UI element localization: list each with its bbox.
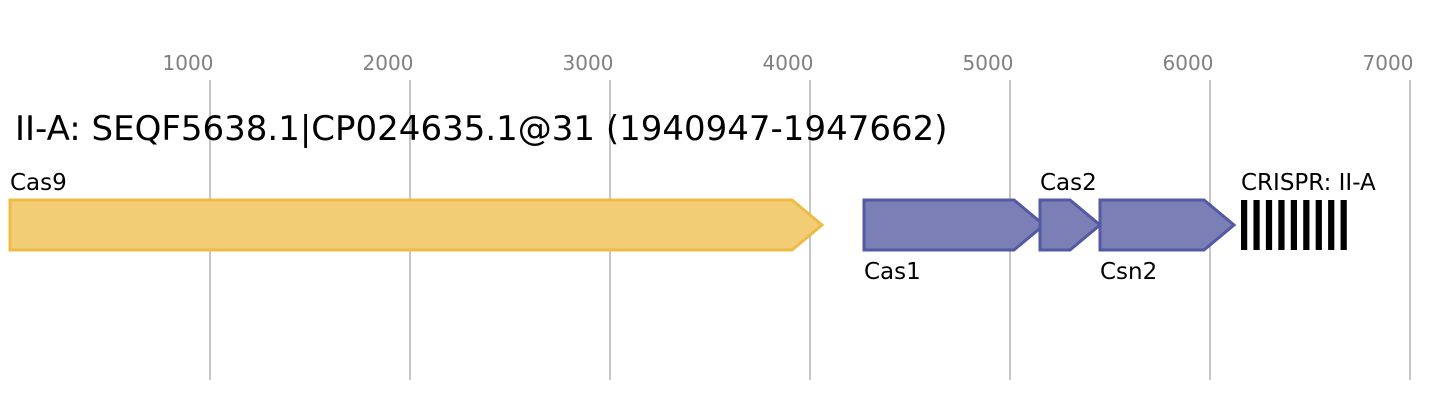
tick-label: 5000 <box>963 51 1014 75</box>
crispr-repeat <box>1328 200 1335 250</box>
gene-label-cas1: Cas1 <box>864 259 921 285</box>
gene-label-cas2: Cas2 <box>1040 170 1097 196</box>
gene-label-csn2: Csn2 <box>1100 259 1157 285</box>
crispr-repeat <box>1303 200 1310 250</box>
tick-label: 2000 <box>363 51 414 75</box>
crispr-array: CRISPR: II-A <box>1241 170 1376 250</box>
diagram-title: II-A: SEQF5638.1|CP024635.1@31 (1940947-… <box>15 109 948 149</box>
axis-tick-labels: 1000 2000 3000 4000 5000 6000 7000 <box>163 51 1414 75</box>
crispr-repeat <box>1241 200 1248 250</box>
gene-arrow-csn2 <box>1098 198 1237 252</box>
tick-label: 1000 <box>163 51 214 75</box>
crispr-repeat <box>1265 200 1273 250</box>
crispr-repeat <box>1315 200 1322 250</box>
tick-label: 3000 <box>563 51 614 75</box>
gene-arrow-cas1 <box>862 198 1047 252</box>
crispr-repeat <box>1253 200 1260 250</box>
tick-label: 4000 <box>763 51 814 75</box>
tick-label: 6000 <box>1163 51 1214 75</box>
crispr-label: CRISPR: II-A <box>1241 170 1376 196</box>
crispr-repeat <box>1278 200 1285 250</box>
gene-label-cas9: Cas9 <box>10 170 67 196</box>
gene-arrow-cas9 <box>8 198 825 252</box>
tick-label: 7000 <box>1363 51 1414 75</box>
crispr-repeat <box>1290 200 1297 250</box>
gene-arrow-cas2 <box>1038 198 1103 252</box>
crispr-repeat <box>1340 200 1347 250</box>
